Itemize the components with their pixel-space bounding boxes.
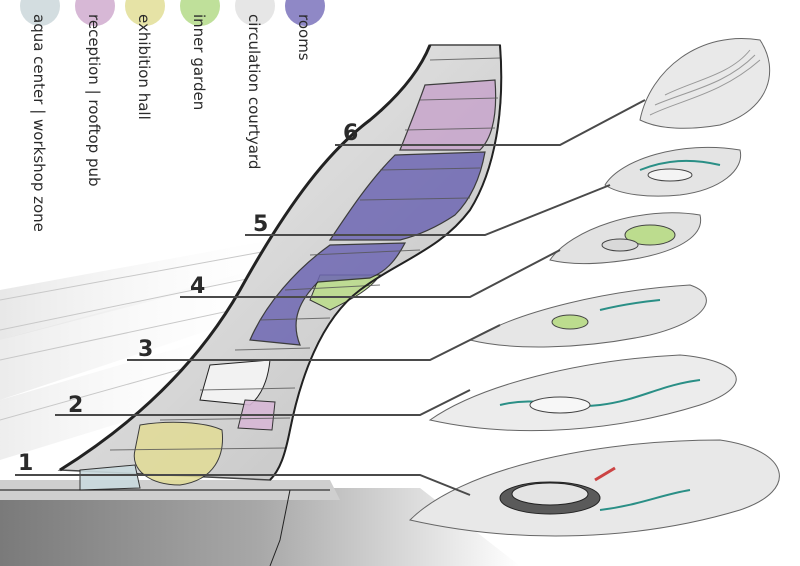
- legend-label-0: aqua center | workshop zone: [30, 14, 48, 232]
- level-number-5: 5: [253, 212, 268, 237]
- plate-1: [409, 439, 780, 537]
- legend-label-3: inner garden: [190, 14, 208, 110]
- exploded-floor-plates: [409, 38, 780, 537]
- legend-swatch-4: [235, 0, 275, 26]
- legend-swatch-0: [20, 0, 60, 26]
- level-number-2: 2: [68, 393, 83, 418]
- legend-swatch-1: [75, 0, 115, 26]
- legend-swatch-3: [180, 0, 220, 26]
- level-numbers: 1 2 3 4 5 6: [18, 121, 358, 476]
- plate-5: [604, 146, 742, 197]
- level-leader-lines: [15, 99, 646, 496]
- legend-label-2: exhibition hall: [135, 14, 153, 120]
- plate-2: [428, 354, 737, 432]
- legend-swatch-5: [285, 0, 325, 26]
- zone-exhibition: [133, 421, 223, 486]
- plate-4: [549, 212, 702, 264]
- legend-label-5: rooms: [295, 14, 313, 61]
- ground-base: [0, 480, 520, 566]
- plate-6: [639, 38, 771, 129]
- zone-aqua: [79, 464, 141, 491]
- plate-3: [468, 284, 707, 348]
- zone-reception-top: [399, 79, 497, 151]
- legend-label-4: circulation courtyard: [245, 14, 263, 169]
- legend: aqua center | workshop zone reception | r…: [20, 0, 325, 232]
- tower-section: [57, 44, 503, 491]
- level-number-1: 1: [18, 451, 33, 476]
- legend-swatch-2: [125, 0, 165, 26]
- legend-label-1: reception | rooftop pub: [85, 14, 103, 187]
- level-number-6: 6: [343, 121, 358, 146]
- zone-rooms-upper: [328, 151, 486, 241]
- level-number-4: 4: [190, 274, 205, 299]
- level-number-3: 3: [138, 337, 153, 362]
